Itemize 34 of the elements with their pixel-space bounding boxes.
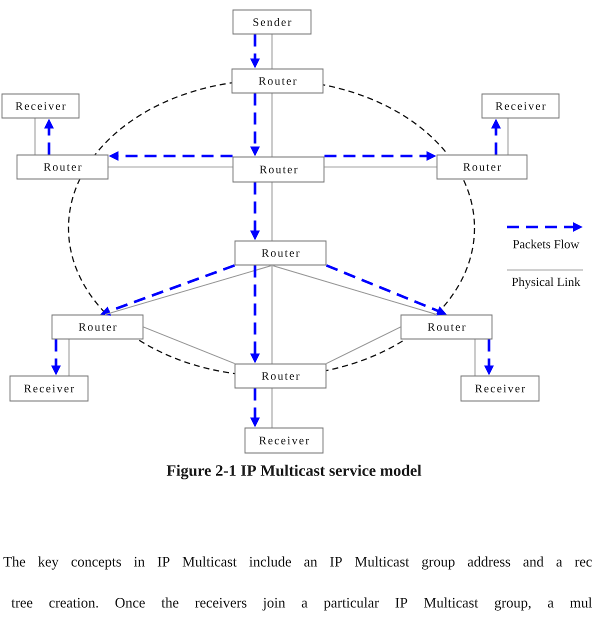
router-box: Router — [400, 314, 492, 340]
receiver-box: Receiver — [460, 376, 540, 402]
body-text: The key concepts in IP Multicast include an IP Multicast group address and a rec — [3, 556, 592, 570]
receiver-box: Receiver — [482, 94, 560, 118]
router-box: Router — [232, 156, 324, 182]
sender-box: Sender — [232, 10, 312, 34]
receiver-box: Receiver — [10, 376, 88, 402]
receiver-box: Receiver — [2, 94, 80, 118]
connector-line — [474, 339, 476, 376]
connector-line — [143, 326, 235, 364]
receiver-box: Receiver — [244, 428, 324, 454]
router-box: Router — [436, 154, 528, 180]
router-box: Router — [234, 364, 326, 388]
connector-line — [108, 166, 233, 168]
connector-line — [324, 166, 437, 168]
connector-line — [271, 388, 273, 428]
connector-line — [34, 118, 36, 155]
connector-line — [271, 93, 273, 157]
connector-line — [104, 264, 272, 316]
connector-line — [326, 326, 401, 364]
connector-line — [271, 265, 273, 364]
figure-caption: Figure 2-1 IP Multicast service model — [166, 464, 422, 480]
connector-line — [507, 118, 509, 155]
connector-line — [272, 264, 438, 316]
connector-line — [68, 339, 70, 376]
connector-line — [271, 182, 273, 241]
router-box: Router — [234, 240, 326, 266]
router-box: Router — [16, 154, 108, 180]
legend-label: Physical Link — [512, 277, 580, 289]
connector-line — [271, 34, 273, 69]
router-box: Router — [232, 68, 324, 94]
legend-label: Packets Flow — [512, 240, 580, 248]
body-text: tree creation. Once the receivers join a particular IP Multicast group, a mul — [11, 597, 592, 611]
router-box: Router — [52, 314, 144, 340]
